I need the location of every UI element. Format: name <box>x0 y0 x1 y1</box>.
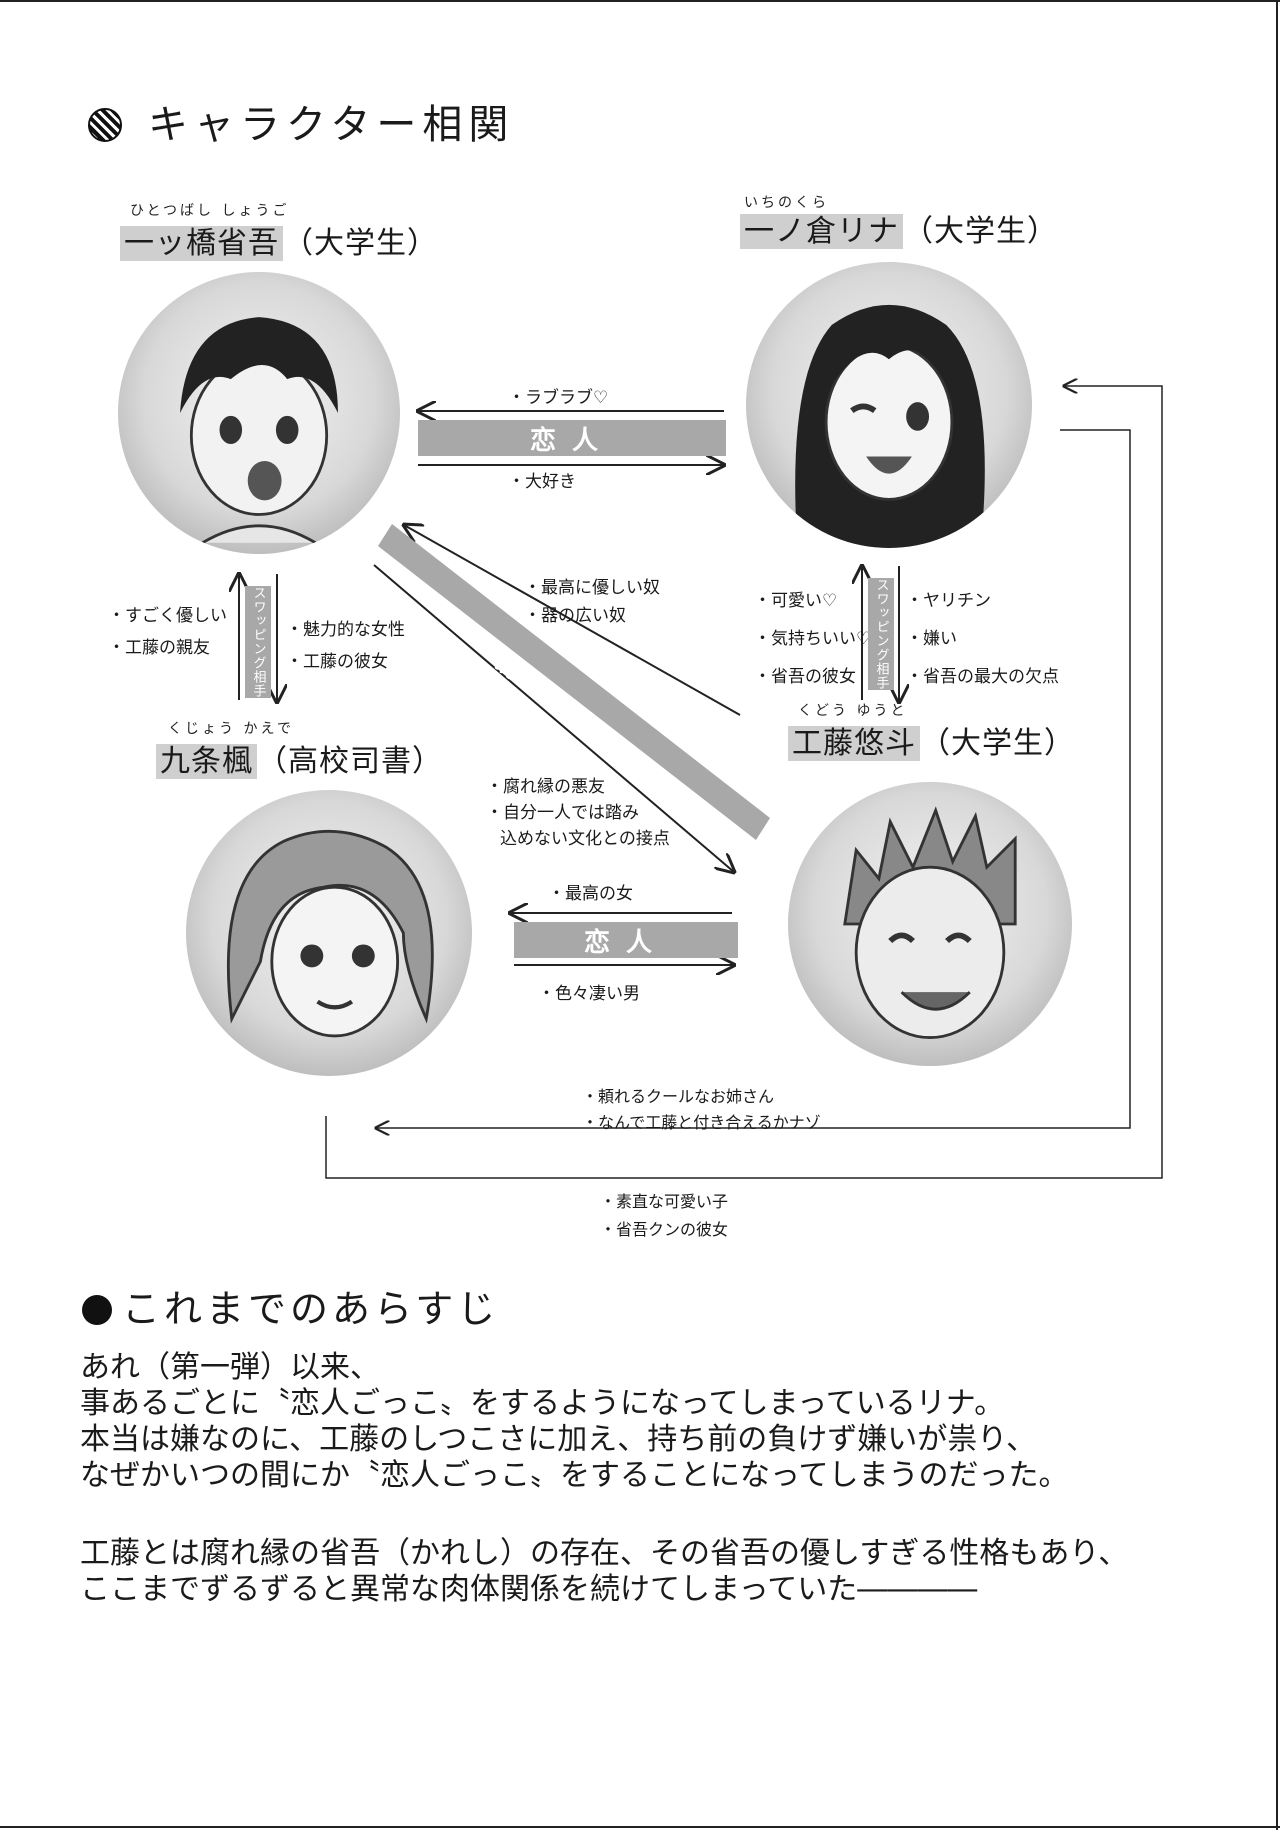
tag-swapping-shogo-kaede: スワッピング相手 <box>245 586 271 698</box>
girl-face-icon <box>795 304 985 548</box>
tag-swapping-rina-yuto: スワッピング相手 <box>868 578 894 690</box>
notes-shogo-view-kaede: ・すごく優しい ・工藤の親友 <box>108 606 227 658</box>
boy-face-icon <box>180 317 338 544</box>
bullet-icon <box>82 1295 112 1325</box>
portrait-kaede <box>186 790 472 1076</box>
name-label-kaede: 九条楓（高校司書） <box>156 736 443 780</box>
page-border-top <box>0 0 1280 2</box>
synopsis-paragraph-2: 工藤とは腐れ縁の省吾（かれし）の存在、その省吾の優しすぎる性格もあり、 ここまで… <box>80 1536 1129 1607</box>
note-rina-to-shogo: ・ラブラブ♡ <box>508 388 609 408</box>
note-yuto-to-kaede: ・最高の女 <box>548 884 633 904</box>
notes-rina-view-yuto: ・ヤリチン ・嫌い ・省吾の最大の欠点 <box>906 591 1059 687</box>
role-rina: （大学生） <box>903 214 1058 249</box>
name-rina: 一ノ倉リナ <box>740 214 903 249</box>
role-kaede: （高校司書） <box>257 744 443 779</box>
role-yuto: （大学生） <box>920 726 1075 761</box>
band-lovers-kaede-yuto: 恋人 <box>514 922 738 958</box>
girl-short-hair-icon <box>226 829 434 1038</box>
name-label-shogo: 一ッ橋省吾（大学生） <box>120 218 438 262</box>
role-shogo: （大学生） <box>283 226 438 261</box>
notes-yuto-view-shogo: ・腐れ縁の悪友 ・自分一人では踏み 込めない文化との接点 <box>486 777 670 849</box>
ruby-rina: いちのくら <box>744 195 829 211</box>
page-border-bottom <box>0 1826 1280 1828</box>
notes-kaede-view-rina: ・頼れるクールなお姉さん ・なんで工藤と付き合えるかナゾ <box>582 1087 821 1132</box>
section-heading-synopsis: これまでのあらすじ <box>82 1278 499 1333</box>
portrait-yuto <box>788 782 1072 1066</box>
note-kaede-to-yuto: ・色々凄い男 <box>538 984 640 1004</box>
synopsis-paragraph-1: あれ（第一弾）以来、 事あるごとに〝恋人ごっこ〟をするようになってしまっているリ… <box>80 1350 1069 1493</box>
section-title: キャラクター相関 <box>148 102 515 148</box>
notes-yuto-view-rina: ・可愛い♡ ・気持ちいい♡ ・省吾の彼女 <box>754 591 872 687</box>
synopsis-title: これまでのあらすじ <box>122 1287 500 1331</box>
band-best-friends: 親友 <box>489 646 655 785</box>
ruby-kaede: くじょう かえで <box>168 721 295 737</box>
portrait-rina <box>746 262 1032 548</box>
notes-shogo-view-yuto: ・最高に優しい奴 ・器の広い奴 <box>524 578 660 626</box>
note-shogo-to-rina: ・大好き <box>508 472 576 492</box>
name-label-yuto: 工藤悠斗（大学生） <box>788 718 1075 762</box>
section-heading-characters: キャラクター相関 <box>88 92 514 150</box>
boy-spiky-hair-icon <box>843 806 1017 1040</box>
name-shogo: 一ッ橋省吾 <box>120 226 283 261</box>
ruby-shogo: ひとつばし しょうご <box>130 203 290 219</box>
hatched-bullet-icon <box>88 108 122 142</box>
ruby-yuto: くどう ゆうと <box>798 703 908 719</box>
notes-rina-view-kaede: ・素直な可愛い子 ・省吾クンの彼女 <box>600 1192 729 1239</box>
arrow-kaede-to-rina-loop <box>325 386 1163 1179</box>
portrait-shogo <box>118 272 400 554</box>
name-label-rina: 一ノ倉リナ（大学生） <box>740 206 1058 250</box>
band-lovers-shogo-rina: 恋人 <box>418 420 726 456</box>
notes-kaede-view-shogo: ・魅力的な女性 ・工藤の彼女 <box>286 620 405 672</box>
name-yuto: 工藤悠斗 <box>788 726 920 761</box>
page-border-right <box>1276 0 1278 1830</box>
name-kaede: 九条楓 <box>156 744 257 779</box>
